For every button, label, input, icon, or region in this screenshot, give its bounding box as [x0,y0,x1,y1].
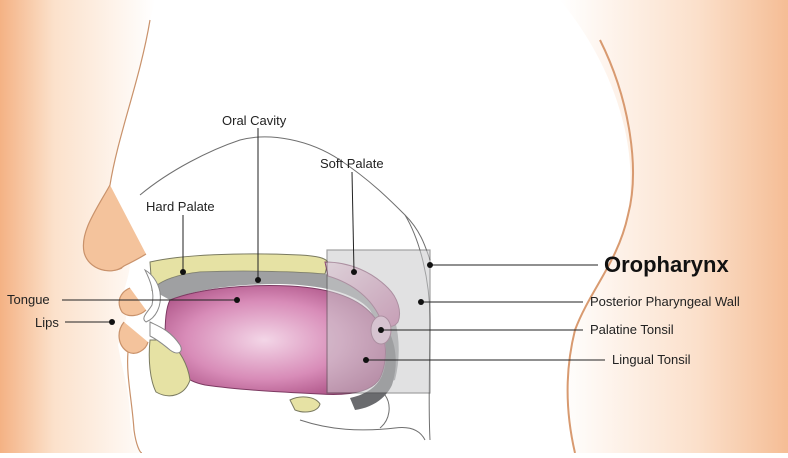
soft-palate-dot [351,269,357,275]
lower-lip [118,321,149,354]
upper-teeth [143,268,161,323]
neck-outline [566,39,634,454]
tongue-dot [234,297,240,303]
jaw-bone [148,339,191,397]
hyoid-bone [289,396,321,413]
upper-lip [118,287,147,317]
label-palatine-tonsil: Palatine Tonsil [590,322,674,337]
palatine-tonsil-dot [378,327,384,333]
nose [82,184,147,272]
neck-skin [560,0,788,453]
label-oropharynx: Oropharynx [604,252,729,277]
oral-cavity-dot [255,277,261,283]
throat-outline [299,419,426,441]
leader-lines [62,128,605,361]
palate-mucosa [152,271,399,385]
label-oral-cavity: Oral Cavity [222,113,287,128]
epiglottis [379,394,390,429]
pharyngeal-wall-dot [418,299,424,305]
oropharynx-region-box [326,249,431,394]
lips-dot [109,319,115,325]
marker-dots [109,262,433,363]
label-lips: Lips [35,315,59,330]
face-skin [0,0,155,453]
label-tongue: Tongue [7,292,50,307]
label-hard-palate: Hard Palate [146,199,215,214]
soft-palate-leader [351,171,355,273]
chin-line [127,351,143,454]
head-outline [139,136,431,261]
label-lingual-tonsil: Lingual Tonsil [612,352,691,367]
oropharynx-dot [427,262,433,268]
label-posterior-pharyngeal-wall: Posterior Pharyngeal Wall [590,294,740,309]
hard-palate-dot [180,269,186,275]
lower-teeth [149,321,182,354]
lingual-tonsil-dot [363,357,369,363]
label-soft-palate: Soft Palate [320,156,384,171]
